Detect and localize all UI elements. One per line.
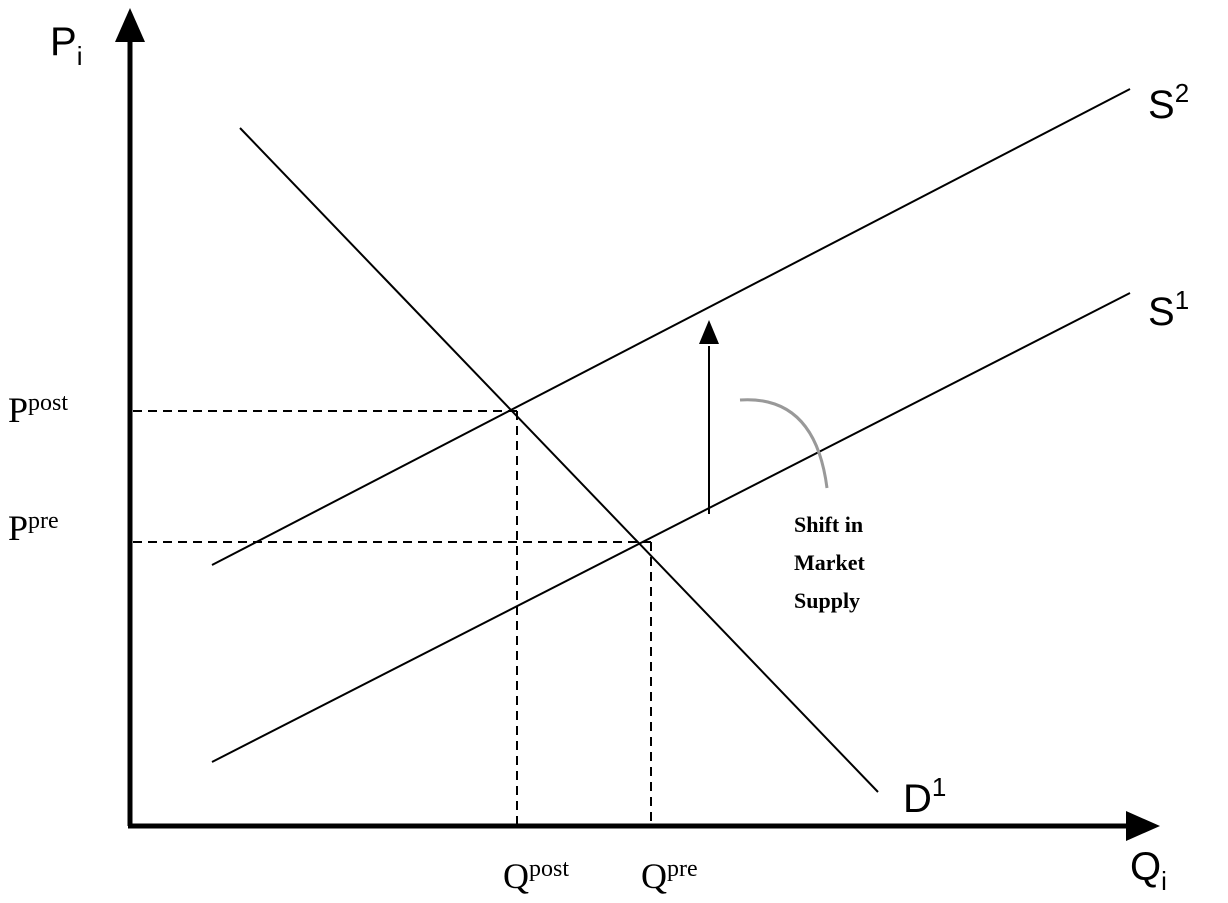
price-post-label: Ppost — [8, 390, 68, 430]
supply-curve-s1 — [211, 292, 1131, 763]
y-axis-label: Pi — [50, 20, 82, 71]
annotation-line-1: Shift in — [794, 512, 863, 537]
annotation-line-3: Supply — [794, 588, 860, 613]
supply-curve-s1-label: S1 — [1148, 285, 1189, 334]
annotation-pointer-arc — [739, 398, 829, 489]
supply-curve-s2-label: S2 — [1148, 78, 1189, 127]
supply-curve-s2 — [211, 88, 1131, 566]
supply-shift-arrowhead — [699, 320, 719, 344]
y-axis-arrowhead — [115, 8, 145, 42]
demand-curve-d1 — [239, 127, 879, 793]
x-axis-label: Qi — [1130, 845, 1167, 896]
price-pre-label: Ppre — [8, 508, 59, 548]
annotation-line-2: Market — [794, 550, 866, 575]
demand-curve-d1-label: D1 — [903, 772, 946, 821]
quantity-post-label: Qpost — [503, 856, 569, 896]
quantity-pre-label: Qpre — [641, 856, 698, 896]
x-axis-arrowhead — [1126, 811, 1160, 841]
